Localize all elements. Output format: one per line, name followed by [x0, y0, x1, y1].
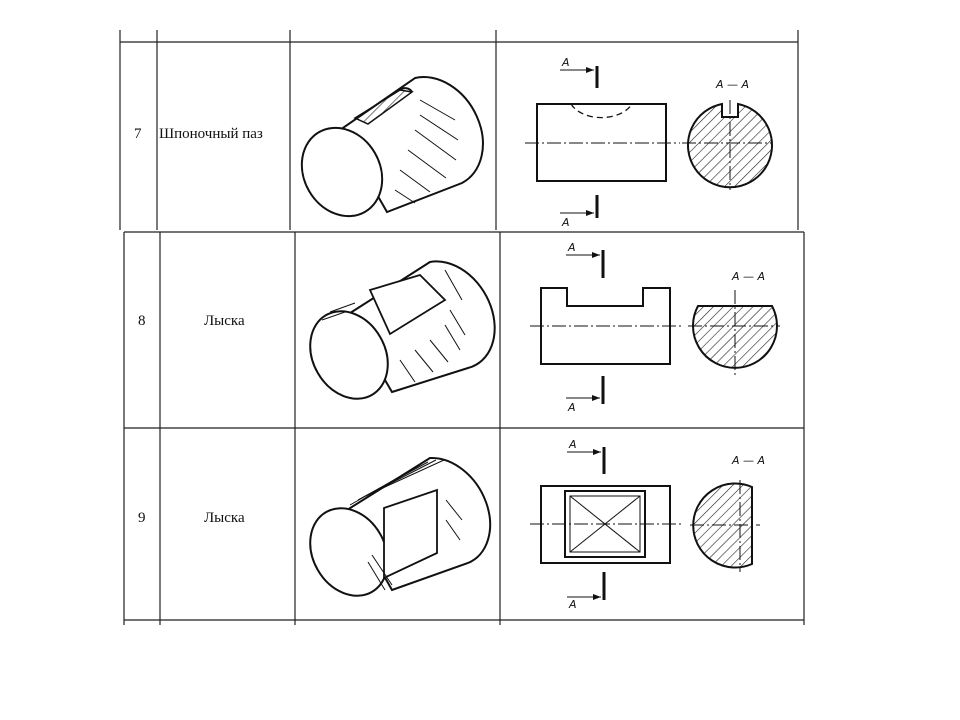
- row-8-cross-section: [688, 290, 780, 375]
- row-7-isometric-cylinder: [300, 76, 484, 218]
- row-8-arrow-label-bottom: A: [567, 401, 576, 414]
- row-9-cross-section: [690, 480, 760, 572]
- row-9-name: Лыска: [204, 510, 245, 526]
- row-7-section-title: A — A: [715, 78, 749, 91]
- row-9-section-title: A — A: [731, 454, 765, 467]
- row-7-front-view: [525, 66, 680, 218]
- row-9-arrow-label-top: A: [568, 438, 577, 451]
- row-8-name: Лыска: [204, 313, 245, 329]
- row-7-name: Шпоночный паз: [159, 126, 263, 142]
- row-8-isometric-cylinder: [309, 260, 496, 400]
- row-8-number: 8: [138, 313, 146, 329]
- row-9-front-view: [530, 447, 684, 600]
- row-7-number: 7: [134, 126, 142, 142]
- row-9-arrow-label-bottom: A: [568, 598, 577, 611]
- row-8-arrow-label-top: A: [567, 241, 576, 254]
- row-7-arrow-label-top: A: [561, 56, 570, 69]
- row-8-front-view: [530, 250, 684, 404]
- row-8-section-title: A — A: [731, 270, 765, 283]
- row-9-number: 9: [138, 510, 146, 526]
- row-9-isometric-cylinder: [309, 456, 492, 597]
- row-7-cross-section: [682, 100, 773, 190]
- row-7-arrow-label-bottom: A: [561, 216, 570, 229]
